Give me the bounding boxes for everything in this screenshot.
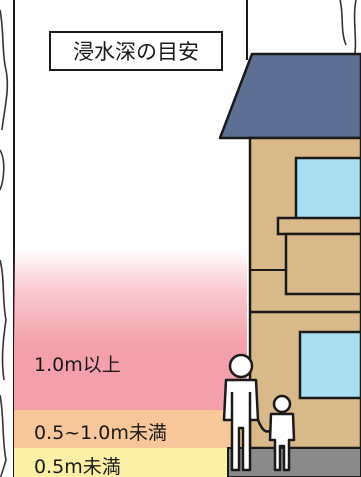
diagram-title: 浸水深の目安 — [49, 31, 223, 71]
level-label-0.5-1m: 0.5~1.0m未満 — [34, 418, 167, 445]
level-label-under-0.5m: 0.5m未満 — [34, 452, 121, 477]
level-label-1m-plus: 1.0m以上 — [34, 350, 121, 377]
